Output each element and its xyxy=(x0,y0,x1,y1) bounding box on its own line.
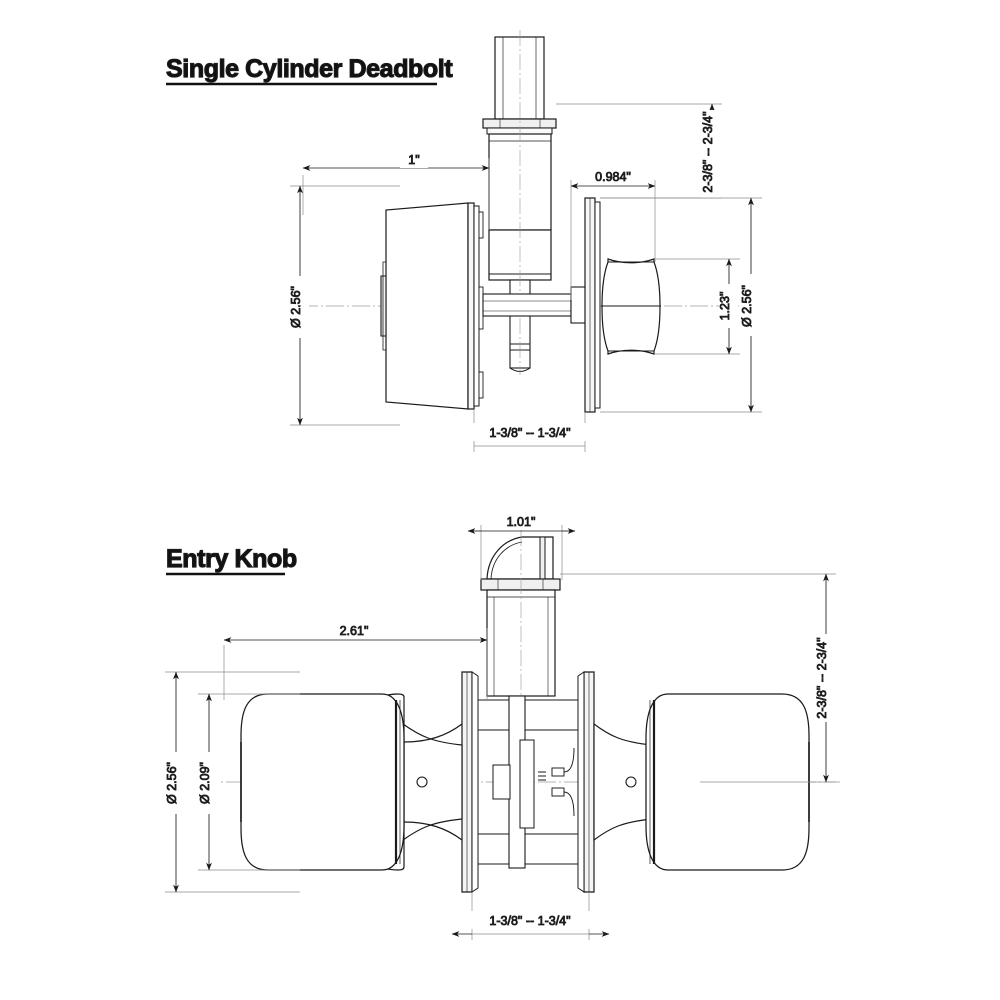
dim-deadbolt-top-left: 1" xyxy=(302,150,490,230)
dim-knob-door-thickness: 1-3/8" -- 1-3/4" xyxy=(451,892,610,940)
dim-label-knob-dia256: Ø 2.56" xyxy=(165,762,179,804)
dim-label-deadbolt-1in: 1" xyxy=(408,153,419,167)
deadbolt-bolt-assembly xyxy=(482,30,557,375)
deadbolt-title-group: Single Cylinder Deadbolt xyxy=(165,54,454,86)
entry-knob-latch xyxy=(480,530,561,700)
dim-label-deadbolt-door-thickness: 1-3/8" -- 1-3/4" xyxy=(489,426,570,440)
dim-label-knob-261: 2.61" xyxy=(340,624,369,638)
keyhole-icon xyxy=(416,776,428,788)
dim-label-deadbolt-dia256-right: Ø 2.56" xyxy=(740,285,754,327)
dim-deadbolt-top-right: 0.984" xyxy=(570,167,656,300)
dim-knob-projection: 2.61" xyxy=(223,621,488,700)
dim-deadbolt-backset-vertical: 2-3/8" -- 2-3/4" xyxy=(556,103,722,199)
entry-knob-title: Entry Knob xyxy=(166,545,297,573)
dim-deadbolt-door-thickness: 1-3/8" -- 1-3/4" xyxy=(470,409,590,452)
entry-knob-right-rose xyxy=(577,671,595,893)
dim-knob-rose-diameter: Ø 2.56" xyxy=(165,671,300,893)
dim-label-deadbolt-dia256-left: Ø 2.56" xyxy=(289,286,303,328)
section-entry-knob: Entry Knob xyxy=(165,512,840,940)
dim-label-deadbolt-0984: 0.984" xyxy=(595,170,631,184)
deadbolt-title: Single Cylinder Deadbolt xyxy=(166,55,453,83)
deadbolt-exterior-escutcheon xyxy=(380,202,484,410)
dim-label-knob-door-thickness: 1-3/8" -- 1-3/4" xyxy=(489,914,570,928)
dim-knob-knob-diameter: Ø 2.09" xyxy=(198,693,300,871)
entry-knob-left-rose xyxy=(461,671,479,893)
dim-deadbolt-right-vertical: Ø 2.56" xyxy=(600,197,762,413)
dim-label-knob-backset: 2-3/8" -- 2-3/4" xyxy=(815,637,829,718)
dim-label-knob-dia209: Ø 2.09" xyxy=(198,762,212,804)
deadbolt-interior-rose xyxy=(584,197,601,413)
dim-deadbolt-left-vertical: Ø 2.56" xyxy=(289,185,400,426)
section-deadbolt: Single Cylinder Deadbolt xyxy=(165,30,762,452)
dim-knob-backset: 2-3/8" -- 2-3/4" xyxy=(560,573,836,783)
dim-deadbolt-thumbturn-height: 1.23" xyxy=(654,258,740,355)
deadbolt-thumbturn xyxy=(601,258,661,355)
entry-knob-title-group: Entry Knob xyxy=(165,544,298,576)
keyhole-icon-right xyxy=(625,776,637,788)
dim-knob-latch-width: 1.01" xyxy=(467,512,576,580)
dim-label-deadbolt-backset: 2-3/8" -- 2-3/4" xyxy=(701,111,715,192)
dim-label-deadbolt-123: 1.23" xyxy=(718,292,732,321)
entry-knob-mechanism xyxy=(478,695,578,869)
dim-label-knob-101: 1.01" xyxy=(507,515,536,529)
entry-knob-left-knob xyxy=(240,693,463,871)
